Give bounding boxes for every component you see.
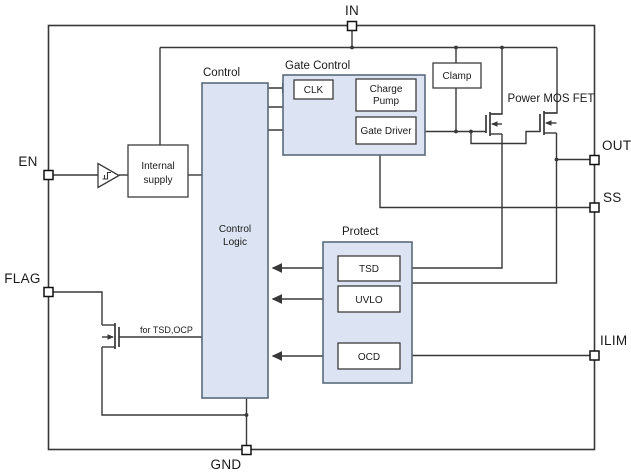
clamp-block	[432, 62, 482, 89]
pin-terminal-flag	[43, 286, 54, 298]
uvlo-block	[337, 285, 401, 313]
pin-terminal-ilim	[589, 350, 600, 361]
wire-fet2-source-to-protect	[412, 133, 558, 284]
control-logic-label-line2: Logic	[223, 237, 247, 248]
protect-section-label: Protect	[342, 226, 379, 238]
wire-fet1-source-to-tsd	[400, 134, 503, 269]
charge-pump-label-line1: Charge	[370, 84, 403, 95]
wire-flagfet-source-to-gnd	[101, 347, 247, 416]
pin-terminal-gnd	[241, 444, 252, 456]
pin-label-ilim: ILIM	[600, 333, 627, 348]
flag-fet-note: for TSD,OCP	[140, 325, 193, 335]
power-mos-fet-label: Power MOS FET	[508, 93, 595, 105]
junction-dots	[244, 45, 559, 417]
internal-supply-block	[127, 144, 189, 198]
pin-terminals	[43, 20, 600, 456]
wire-rail-to-fet1-drain	[490, 47, 503, 115]
tsd-label: TSD	[359, 264, 379, 275]
pin-label-in: IN	[345, 3, 359, 18]
power-mosfet-2-icon	[539, 111, 557, 135]
pin-terminal-out	[589, 154, 600, 166]
clk-label: CLK	[304, 85, 324, 96]
gate-driver-block	[355, 116, 417, 145]
charge-pump-label-line2: Pump	[373, 96, 400, 107]
wire-flag-to-fet-drain	[53, 291, 103, 325]
control-logic-block	[201, 82, 269, 399]
pin-label-en: EN	[18, 154, 37, 169]
charge-pump-block	[355, 78, 417, 112]
pin-label-out: OUT	[602, 138, 631, 153]
internal-supply-label-line2: supply	[144, 175, 173, 186]
wire-gatedriver-to-ss	[379, 144, 590, 209]
control-logic-label-line1: Control	[219, 224, 251, 235]
gate-driver-label: Gate Driver	[360, 126, 412, 137]
clk-block	[293, 79, 334, 100]
internal-supply-label-line1: Internal	[141, 161, 174, 172]
pin-label-flag: FLAG	[4, 271, 40, 286]
ocd-block	[337, 342, 401, 370]
flag-output-mosfet-icon	[102, 323, 120, 349]
gate-control-section-label: Gate Control	[285, 60, 350, 72]
pin-label-ss: SS	[603, 190, 622, 205]
ic-boundary	[47, 24, 596, 451]
control-section-label: Control	[203, 67, 240, 79]
clamp-label: Clamp	[443, 71, 472, 82]
schmitt-trigger-icon	[97, 162, 121, 189]
pin-terminal-in	[346, 20, 358, 32]
wire-gateline-to-fet2-gate	[470, 130, 540, 145]
pin-label-gnd: GND	[211, 457, 242, 472]
ocd-label: OCD	[358, 352, 380, 363]
uvlo-label: UVLO	[355, 295, 382, 306]
power-mosfet-1-icon	[485, 112, 502, 136]
pin-terminal-ss	[589, 202, 600, 213]
tsd-block	[337, 255, 401, 282]
pin-terminal-en	[43, 169, 54, 181]
